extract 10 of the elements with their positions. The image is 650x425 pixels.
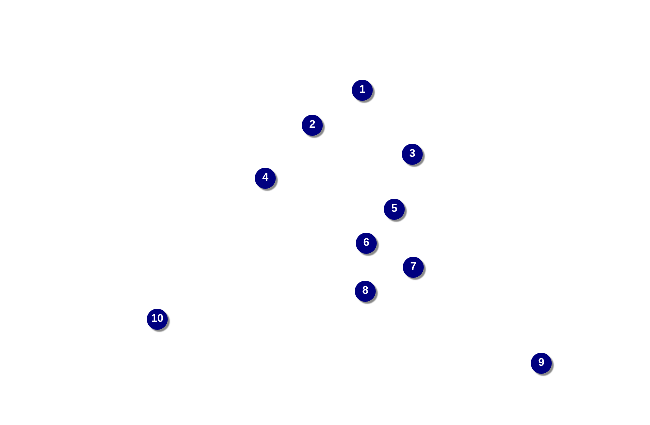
callout-number: 1 bbox=[352, 80, 373, 101]
callout-number: 10 bbox=[147, 309, 168, 330]
callout-number: 6 bbox=[356, 233, 377, 254]
callout-number: 3 bbox=[402, 144, 423, 165]
callout-number: 7 bbox=[403, 257, 424, 278]
callout-number: 2 bbox=[302, 115, 323, 136]
callout-number: 5 bbox=[384, 199, 405, 220]
callout-number: 9 bbox=[531, 353, 552, 374]
callout-number: 8 bbox=[355, 281, 376, 302]
callout-number: 4 bbox=[255, 168, 276, 189]
